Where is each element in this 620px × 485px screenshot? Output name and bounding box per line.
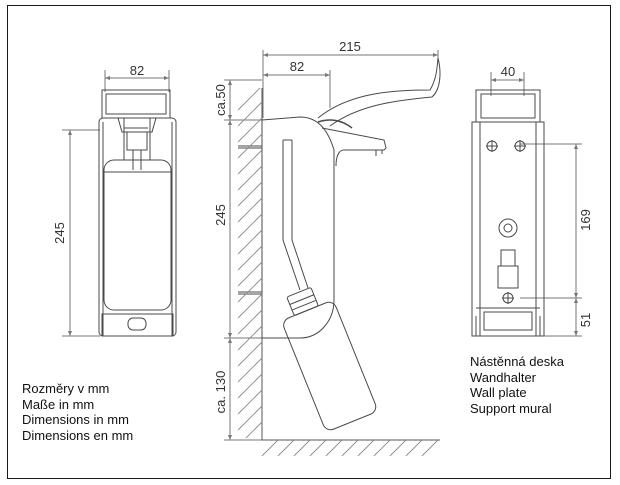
units-caption: Rozměry v mm Maße in mm Dimensions in mm…: [22, 381, 133, 443]
wall-plate-caption-en: Wall plate: [470, 385, 527, 400]
front-view: [62, 70, 177, 337]
wall-hatching: [238, 88, 263, 438]
plate-bottom-offset-label: 51: [578, 313, 593, 327]
side-body-depth-label: 82: [290, 59, 304, 74]
wall-plate-caption: Nástěnná deska Wandhalter Wall plate Sup…: [470, 354, 564, 416]
plate-hole-spacing-label: 169: [578, 209, 593, 231]
wall-plate-caption-cs: Nástěnná deska: [470, 354, 564, 369]
floor-hatching: [261, 440, 439, 456]
units-caption-fr: Dimensions en mm: [22, 427, 134, 443]
side-top-clearance-label: ca.50: [213, 84, 228, 116]
wall-plate-caption-fr: Support mural: [470, 400, 552, 416]
side-bottom-clearance-label: ca. 130: [213, 371, 228, 414]
front-height-label: 245: [52, 222, 67, 244]
units-caption-en: Dimensions in mm: [22, 412, 129, 427]
drawing-frame: [7, 5, 611, 479]
units-caption-cs: Rozměry v mm: [22, 381, 110, 396]
front-width-label: 82: [130, 63, 144, 78]
units-caption-de: Maße in mm: [22, 396, 95, 412]
wall-plate-view: [471, 72, 582, 337]
side-height-label: 245: [213, 204, 228, 226]
side-view: [224, 50, 441, 441]
wall-plate-caption-de: Wandhalter: [470, 369, 536, 385]
side-depth-label: 215: [339, 39, 361, 54]
plate-width-label: 40: [501, 64, 515, 79]
